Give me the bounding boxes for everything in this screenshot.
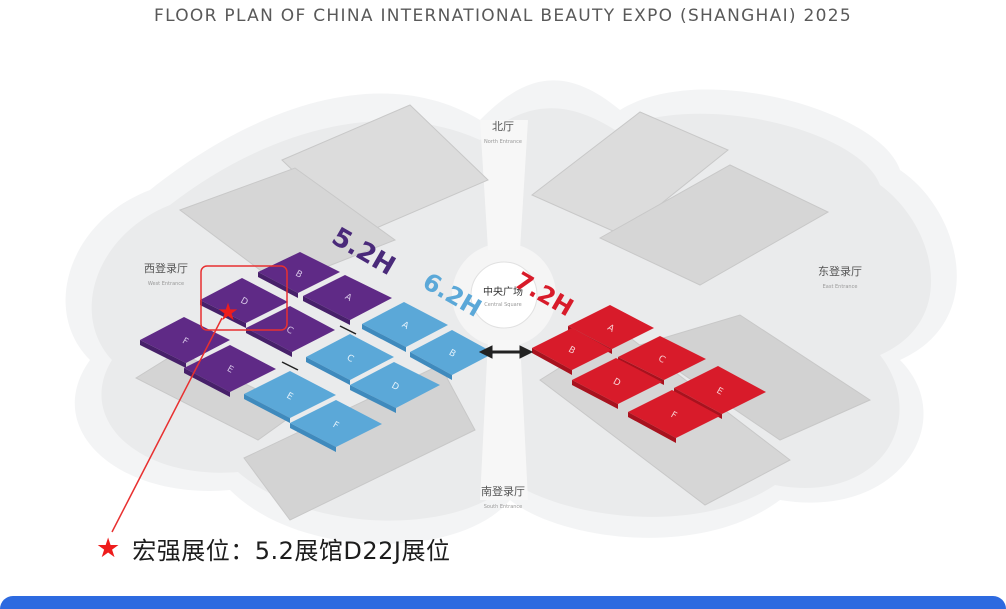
svg-text:F: F	[331, 420, 340, 431]
hall-6-2h-block-b[interactable]: B	[410, 330, 494, 380]
central-square-label: 中央广场	[483, 285, 523, 298]
hall-6-2h-block-f[interactable]: F	[290, 400, 382, 452]
hall-6-2h-block-c[interactable]: C	[306, 334, 394, 385]
hall-6-2h-block-d[interactable]: D	[350, 362, 440, 413]
booth-star-icon: ★	[217, 298, 239, 326]
hall-5-2h[interactable]: B A D C F	[140, 222, 400, 397]
central-square-sublabel: Central Square	[484, 302, 521, 308]
page-title: FLOOR PLAN OF CHINA INTERNATIONAL BEAUTY…	[154, 6, 852, 26]
hall-5-2h-block-e[interactable]: E	[184, 345, 276, 397]
svg-text:C: C	[345, 353, 355, 365]
svg-text:E: E	[225, 364, 235, 376]
south-entrance-sublabel: South Entrance	[484, 504, 523, 510]
svg-text:B: B	[293, 269, 303, 281]
svg-text:D: D	[611, 377, 622, 389]
hall-5-2h-block-d[interactable]: D	[200, 278, 288, 328]
hall-connector-arrows	[281, 325, 534, 371]
svg-text:E: E	[715, 386, 725, 398]
hall-7-2h-block-f[interactable]: F	[628, 390, 720, 443]
svg-text:B: B	[566, 345, 576, 357]
east-entrance-label: 东登录厅	[818, 264, 862, 278]
booth-location-text: 宏强展位：5.2展馆D22J展位	[132, 536, 451, 565]
svg-text:F: F	[669, 410, 678, 421]
bottom-frame-bar	[0, 596, 1006, 609]
svg-text:D: D	[238, 296, 249, 308]
south-entrance-label: 南登录厅	[481, 484, 525, 498]
north-entrance-label: 北厅	[492, 120, 514, 133]
pointer-line	[111, 317, 223, 533]
booth-legend: ★ 宏强展位：5.2展馆D22J展位	[96, 531, 450, 565]
svg-text:A: A	[605, 323, 616, 335]
hall-5-2h-block-b[interactable]: B	[258, 252, 340, 298]
hall-5-2h-block-f[interactable]: F	[140, 317, 230, 368]
svg-text:A: A	[400, 320, 411, 332]
svg-text:A: A	[343, 292, 354, 304]
arrow-right-icon	[519, 345, 534, 359]
hall-6-2h[interactable]: A B C D E	[244, 267, 494, 452]
west-entrance-label: 西登录厅	[144, 261, 188, 275]
entrance-labels: 北厅 North Entrance 西登录厅 West Entrance 东登录…	[144, 120, 862, 510]
hall-7-2h-block-b[interactable]: B	[532, 328, 612, 375]
west-entrance-sublabel: West Entrance	[148, 281, 184, 287]
hall-5-2h-block-a[interactable]: A	[303, 275, 392, 325]
svg-text:F: F	[180, 336, 189, 347]
north-entrance-sublabel: North Entrance	[484, 139, 522, 145]
svg-text:C: C	[656, 354, 666, 366]
highlight-box	[200, 265, 288, 331]
svg-text:E: E	[285, 391, 295, 403]
hall-5-2h-block-c[interactable]: C	[246, 306, 335, 357]
red-star-icon: ★	[96, 532, 121, 564]
svg-text:C: C	[284, 325, 294, 337]
hall-7-2h-block-d[interactable]: D	[572, 358, 662, 409]
svg-text:D: D	[389, 381, 400, 393]
svg-text:B: B	[447, 348, 457, 360]
booth-highlight: ★	[111, 265, 288, 533]
hall-6-2h-block-a[interactable]: A	[362, 302, 448, 352]
hall-6-2h-block-e[interactable]: E	[244, 371, 336, 423]
arrow-left-icon	[478, 345, 493, 359]
east-entrance-sublabel: East Entrance	[823, 284, 858, 290]
venue-outline	[65, 80, 957, 544]
